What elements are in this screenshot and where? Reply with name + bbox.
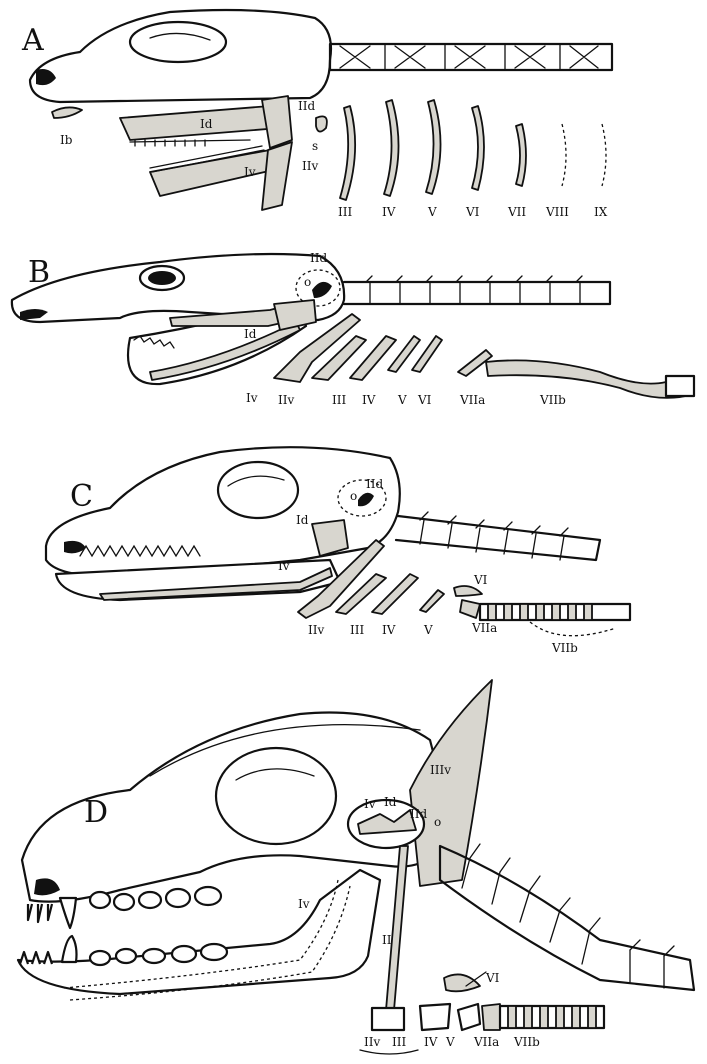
- svg-text:VIIb: VIIb: [551, 641, 578, 655]
- svg-text:IIv: IIv: [302, 159, 318, 173]
- svg-text:IIv: IIv: [278, 393, 294, 407]
- svg-text:Id: Id: [296, 513, 309, 527]
- panel-d-stylohyoid: [386, 846, 408, 1010]
- svg-text:IIv: IIv: [308, 623, 324, 637]
- svg-text:IV: IV: [382, 205, 396, 219]
- svg-text:VIIb: VIIb: [539, 393, 566, 407]
- panel-c-vertebrae: [396, 512, 600, 560]
- svg-text:IX: IX: [594, 205, 608, 219]
- svg-text:VI: VI: [417, 393, 432, 407]
- svg-text:IId: IId: [298, 99, 315, 113]
- svg-text:VI: VI: [485, 971, 500, 985]
- panel-c-branchial-arches: [298, 540, 630, 636]
- panel-a-orbit: [130, 22, 226, 62]
- svg-text:IId: IId: [310, 251, 327, 265]
- panel-b-ear-ossicle: [312, 282, 332, 298]
- svg-text:Iv: Iv: [244, 165, 256, 179]
- panel-a: A Ib: [21, 10, 612, 219]
- panel-b: B IId: [12, 251, 694, 407]
- panel-d-orbit: [216, 748, 336, 844]
- svg-text:VIII: VIII: [545, 205, 569, 219]
- svg-text:V: V: [427, 205, 437, 219]
- svg-text:o: o: [350, 489, 357, 503]
- panel-d: D: [18, 680, 694, 1054]
- svg-text:Id: Id: [244, 327, 257, 341]
- panel-a-nostril: [36, 69, 56, 85]
- panel-a-notochord: [330, 44, 612, 70]
- svg-text:IV: IV: [382, 623, 396, 637]
- svg-text:V: V: [423, 623, 433, 637]
- svg-text:VI: VI: [465, 205, 480, 219]
- svg-text:III: III: [332, 393, 346, 407]
- svg-text:IIv: IIv: [364, 1035, 380, 1049]
- panel-c: C o: [46, 447, 630, 655]
- svg-text:o: o: [434, 815, 441, 829]
- panel-a-hyomandibular: [262, 96, 292, 148]
- panel-a-letter: A: [21, 23, 44, 58]
- panel-b-branchial-arches: [274, 314, 694, 398]
- svg-text:V: V: [397, 393, 407, 407]
- panel-a-branchial-arches: [340, 100, 606, 200]
- svg-text:Ib: Ib: [60, 133, 73, 147]
- svg-text:Id: Id: [200, 117, 213, 131]
- svg-text:IIIv: IIIv: [430, 763, 451, 777]
- panel-c-ear-ossicle: [358, 493, 374, 506]
- svg-text:IV: IV: [424, 1035, 438, 1049]
- panel-a-bone-ib: [52, 107, 82, 118]
- svg-text:VIIa: VIIa: [459, 393, 485, 407]
- panel-b-vertebrae: [344, 276, 610, 304]
- panel-b-quadrate-id: [274, 300, 316, 330]
- svg-text:III: III: [338, 205, 352, 219]
- panel-a-skull: [30, 10, 331, 102]
- panel-d-letter: D: [84, 795, 108, 830]
- panel-a-lower-jaw-iv: [150, 150, 282, 196]
- svg-text:VIIa: VIIa: [471, 621, 497, 635]
- svg-text:IId: IId: [410, 807, 427, 821]
- svg-text:VIIb: VIIb: [513, 1035, 540, 1049]
- svg-text:IId: IId: [366, 477, 383, 491]
- panel-d-vertebrae: [440, 844, 694, 990]
- panel-d-upper-teeth: [28, 887, 221, 928]
- panel-c-teeth: [80, 546, 200, 556]
- svg-text:VII: VII: [507, 205, 526, 219]
- svg-text:o: o: [304, 275, 311, 289]
- svg-text:VI: VI: [473, 573, 488, 587]
- svg-text:V: V: [445, 1035, 455, 1049]
- panel-a-spiracle: [316, 116, 327, 131]
- svg-text:IV: IV: [362, 393, 376, 407]
- svg-text:VIIa: VIIa: [473, 1035, 499, 1049]
- svg-text:III: III: [350, 623, 364, 637]
- svg-text:Iv: Iv: [246, 391, 258, 405]
- svg-text:III: III: [392, 1035, 406, 1049]
- panel-c-incus-id: [312, 520, 348, 556]
- svg-text:Iv: Iv: [298, 897, 310, 911]
- panel-d-cartilage-iiiv: [410, 680, 492, 886]
- svg-text:s: s: [312, 139, 318, 153]
- panel-c-orbit: [218, 462, 298, 518]
- svg-text:II: II: [382, 933, 392, 947]
- panel-d-bracket: [360, 1050, 418, 1054]
- svg-text:Iv: Iv: [364, 797, 376, 811]
- svg-text:Id: Id: [384, 795, 397, 809]
- panel-c-letter: C: [70, 479, 93, 514]
- svg-text:Iv: Iv: [278, 559, 290, 573]
